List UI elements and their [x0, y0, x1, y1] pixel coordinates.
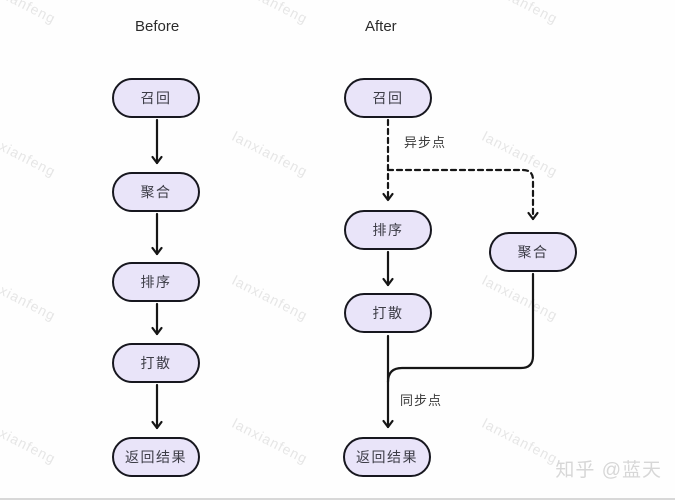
before-column-title: Before [135, 18, 180, 35]
node-after-return: 返回结果 [343, 437, 431, 477]
node-after-sort: 排序 [344, 210, 432, 250]
node-after-aggregate: 聚合 [489, 232, 577, 272]
node-before-return: 返回结果 [112, 437, 200, 477]
async-point-label: 异步点 [404, 135, 447, 150]
after-column-title: After [365, 18, 397, 35]
node-before-aggregate: 聚合 [112, 172, 200, 212]
sync-point-label: 同步点 [400, 393, 443, 408]
node-after-scatter: 打散 [344, 293, 432, 333]
node-before-sort: 排序 [112, 262, 200, 302]
node-before-recall: 召回 [112, 78, 200, 118]
zhihu-credit-watermark: 知乎 @蓝天 [555, 460, 662, 481]
edge-after-async-branch-to-aggregate [386, 168, 539, 221]
edge-after-aggregate-join-sync [386, 272, 535, 384]
node-before-scatter: 打散 [112, 343, 200, 383]
node-after-recall: 召回 [344, 78, 432, 118]
